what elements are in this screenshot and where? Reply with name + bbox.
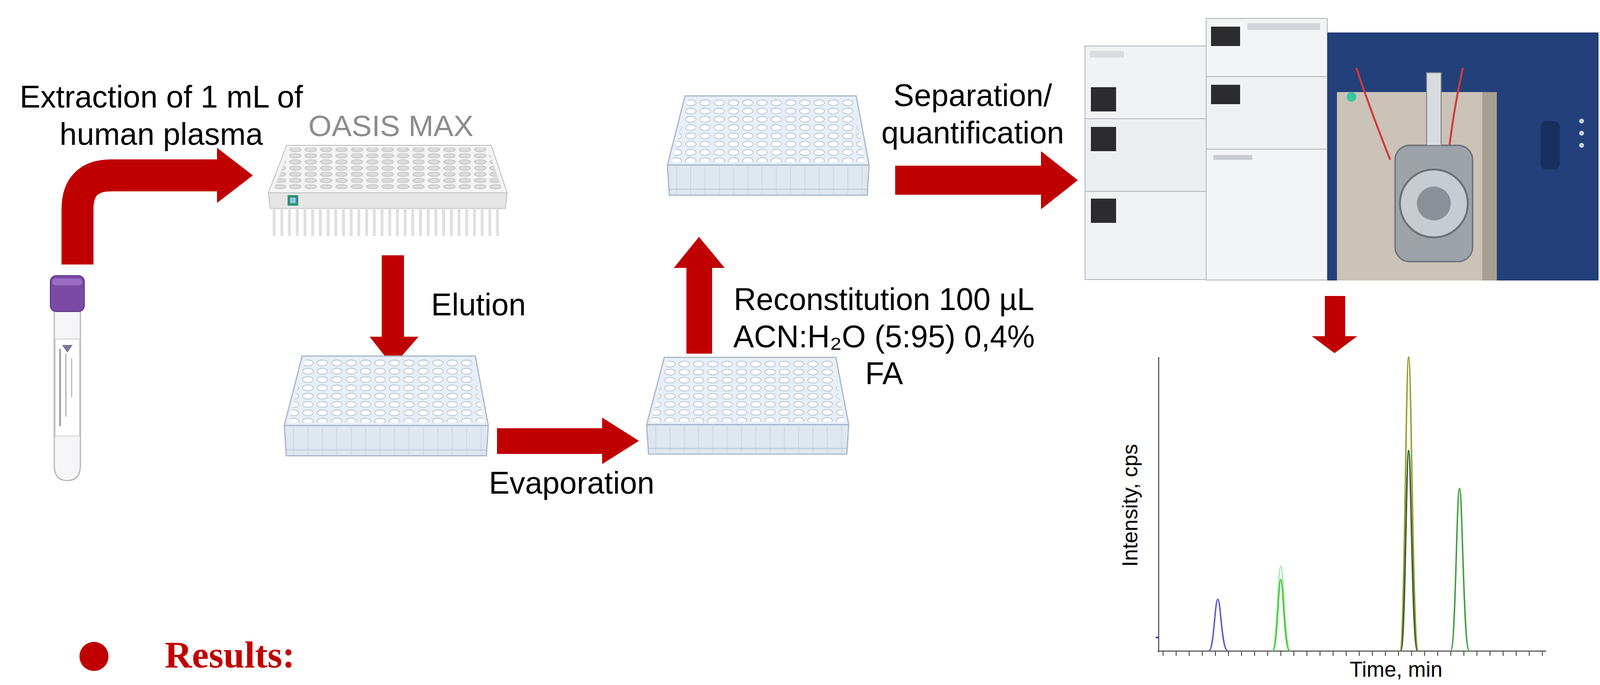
axis-label: Time, min <box>1349 657 1443 683</box>
axis-label: Intensity, cps <box>1118 443 1144 567</box>
arrow-head <box>602 417 639 465</box>
axis-ticks <box>1162 651 1547 656</box>
y-axis <box>1158 357 1160 653</box>
arrow-shaft <box>381 255 404 338</box>
curved-arrow <box>77 175 218 265</box>
lc-system <box>1085 18 1328 280</box>
step-label: Separation/ quantification <box>866 77 1080 152</box>
collection-plate <box>667 95 870 196</box>
peak <box>1400 450 1418 651</box>
blood-tube <box>50 275 85 481</box>
peak <box>1399 357 1419 651</box>
bullet-dot <box>79 641 109 671</box>
collection-plate <box>284 356 489 456</box>
arrow-shaft <box>895 165 1043 195</box>
mass-spectrometer <box>1327 32 1599 281</box>
collection-plate <box>646 357 849 455</box>
step-label: Extraction of 1 mL of human plasma <box>1 78 322 154</box>
arrow-shaft <box>1324 295 1346 338</box>
arrow-head <box>1040 151 1078 210</box>
peak <box>1450 488 1470 651</box>
arrow-head <box>673 236 725 268</box>
peak <box>1273 579 1290 651</box>
step-label: Elution <box>431 287 527 324</box>
spe-plate <box>268 145 508 241</box>
peak <box>1272 566 1291 651</box>
peak <box>1209 599 1228 651</box>
arrow-shaft <box>686 266 713 354</box>
x-axis <box>1157 650 1547 652</box>
step-label: Reconstitution 100 µL ACN:H₂O (5:95) 0,4… <box>724 280 1044 393</box>
chromatogram <box>1155 357 1547 654</box>
product-label: OASIS MAX <box>308 108 474 143</box>
arrow-head <box>217 147 253 203</box>
step-label: Evaporation <box>488 465 655 502</box>
section-heading: Results: <box>164 633 296 677</box>
arrow-head <box>1311 336 1358 354</box>
arrow-shaft <box>497 428 604 454</box>
